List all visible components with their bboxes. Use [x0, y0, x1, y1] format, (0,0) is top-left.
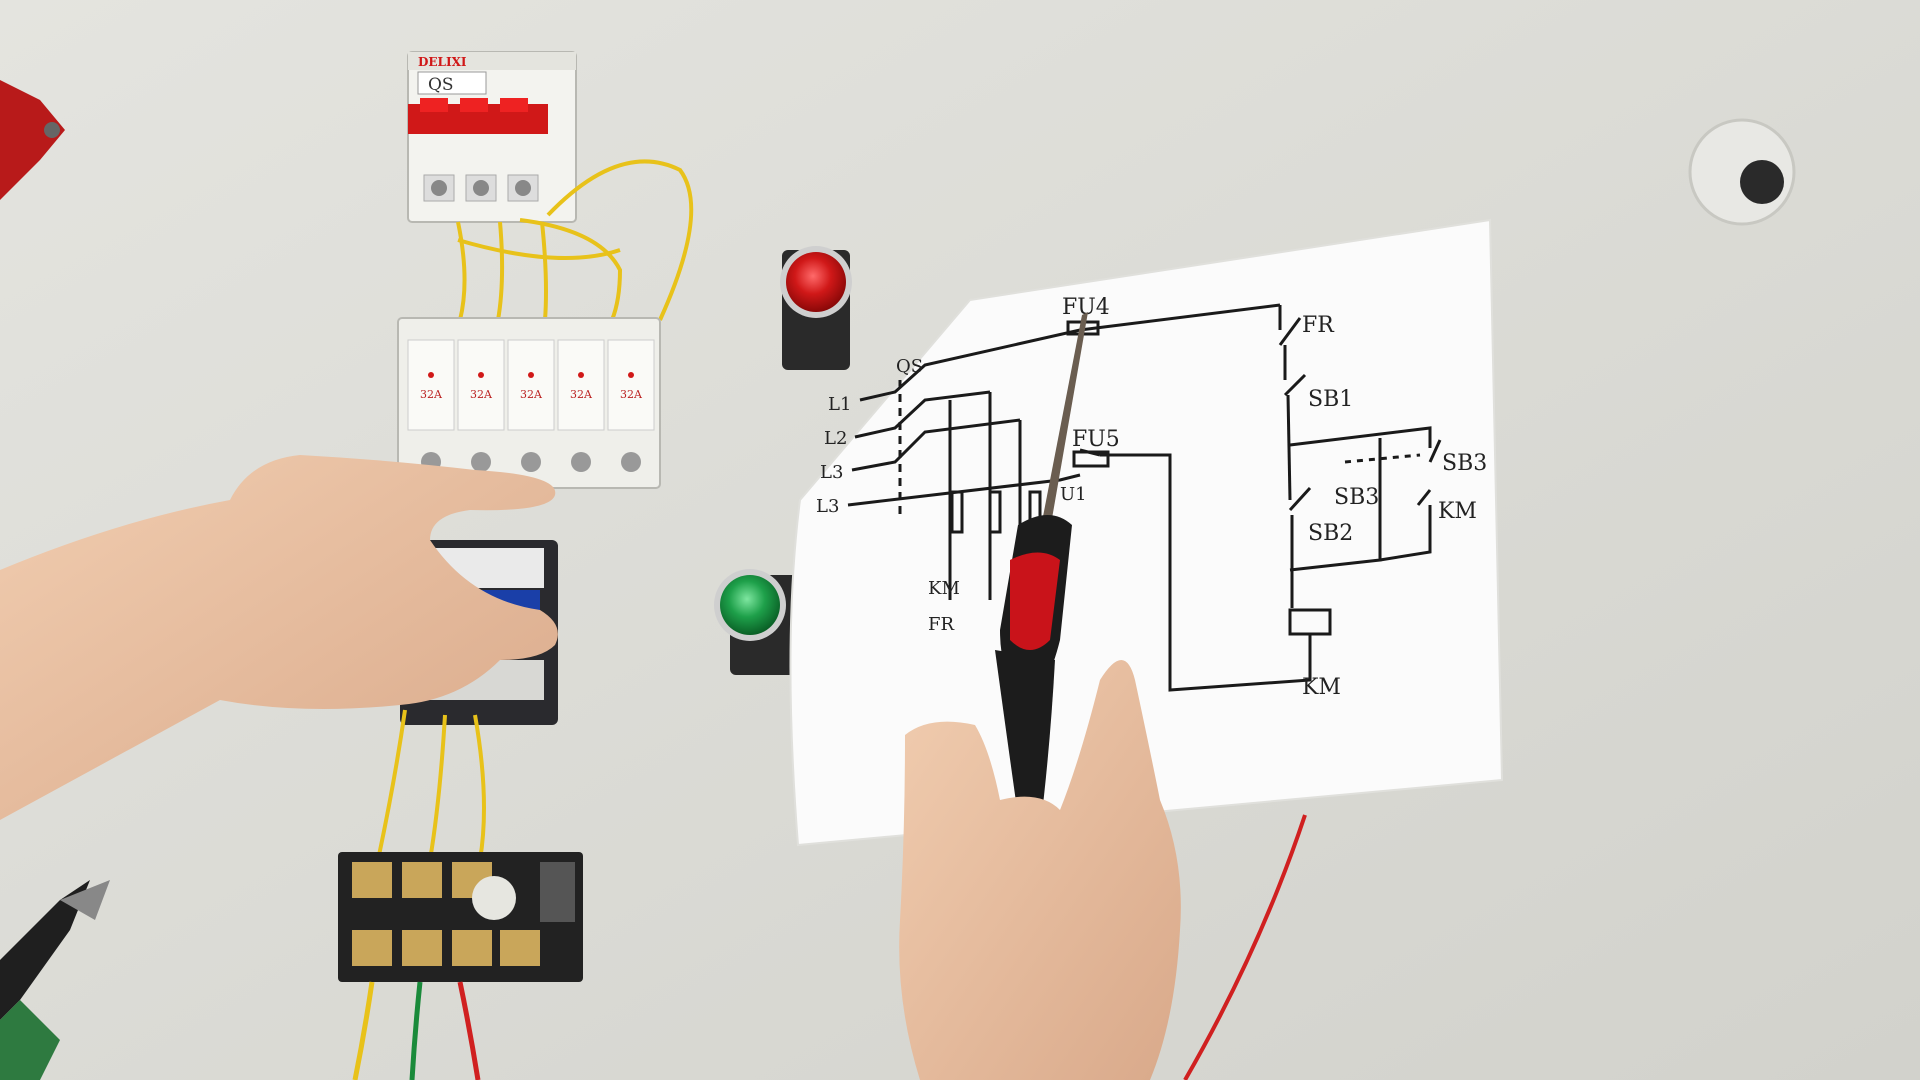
label-l3-upper: L3 [820, 462, 843, 483]
label-km-contact: KM [1438, 499, 1477, 524]
label-u1: U1 [1060, 484, 1087, 505]
thermal-overload-relay [338, 852, 583, 982]
wires-bottom [352, 981, 481, 1080]
start-button[interactable] [714, 569, 798, 675]
label-sb3-right: SB3 [1442, 451, 1487, 476]
label-fr-main: FR [928, 614, 954, 635]
fuse-rating-3: 32A [520, 388, 543, 401]
breaker-terminals [423, 174, 539, 202]
label-fu5: FU5 [1072, 427, 1120, 452]
label-l2: L2 [824, 428, 847, 449]
breaker-brand: DELIXI [418, 55, 467, 69]
screwdriver [995, 312, 1088, 830]
wire-red-right [1183, 814, 1307, 1080]
label-fr: FR [1302, 313, 1335, 338]
circuit-breaker[interactable]: DELIXI QS [407, 51, 577, 223]
fuse-rating-4: 32A [570, 388, 593, 401]
label-km-main: KM [928, 578, 960, 599]
fuse-rating-5: 32A [620, 388, 643, 401]
label-sb1: SB1 [1308, 387, 1353, 412]
stop-button[interactable] [780, 246, 852, 370]
pliers [0, 880, 110, 1080]
schematic-sheet: FU4 FR QS SB1 FU5 SB3 SB3 U1 KM SB2 KM K… [789, 218, 1504, 847]
label-sb2: SB2 [1308, 521, 1353, 546]
label-km-coil: KM [1302, 675, 1341, 700]
red-tool [0, 80, 65, 200]
fuse-rating-1: 32A [420, 388, 443, 401]
right-hand [899, 660, 1181, 1080]
fuse-holders: 32A 32A 32A 32A 32A [397, 317, 661, 489]
label-sb3-left: SB3 [1334, 485, 1379, 510]
wires-yellow-bottom [376, 709, 486, 861]
wires-yellow-top [456, 159, 694, 321]
label-qs: QS [896, 356, 923, 377]
label-l1: L1 [828, 394, 851, 415]
left-hand [0, 455, 558, 820]
breaker-tag: QS [428, 75, 454, 95]
label-l3-lower: L3 [816, 496, 839, 517]
schematic-lines [847, 303, 1442, 692]
cable-gland [1688, 118, 1796, 226]
fuse-rating-2: 32A [470, 388, 493, 401]
